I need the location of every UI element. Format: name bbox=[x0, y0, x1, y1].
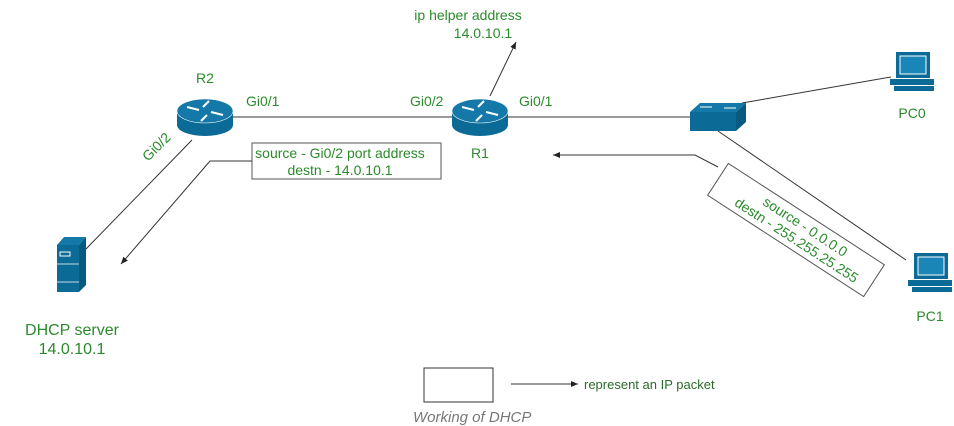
dhcp-server-icon[interactable] bbox=[57, 237, 86, 292]
packet-r2-arrow bbox=[120, 160, 252, 265]
packet-pc1-box-group: source - 0.0.0.0 destn - 255.255.25.255 bbox=[706, 162, 886, 298]
router-r2-icon[interactable] bbox=[176, 98, 234, 137]
legend-label: represent an IP packet bbox=[584, 377, 715, 392]
server-name: DHCP server bbox=[25, 322, 120, 339]
helper-label: ip helper address bbox=[414, 7, 521, 23]
packet-r2-box bbox=[251, 142, 442, 180]
packet-r2-destn: destn - 14.0.10.1 bbox=[287, 162, 392, 178]
port-r1-gi02: Gi0/2 bbox=[410, 93, 444, 109]
pc1-label: PC1 bbox=[916, 308, 943, 324]
pc0-icon[interactable] bbox=[889, 51, 935, 92]
packet-pc1-arrow bbox=[553, 152, 719, 168]
router-r1-icon[interactable] bbox=[451, 98, 509, 137]
server-ip: 14.0.10.1 bbox=[39, 341, 106, 358]
router-r1-label: R1 bbox=[471, 145, 489, 161]
packet-r2-source: source - Gi0/2 port address bbox=[255, 145, 425, 161]
packet-pc1-box bbox=[706, 162, 886, 298]
link-switch-pc1 bbox=[717, 130, 907, 261]
helper-ip: 14.0.10.1 bbox=[454, 25, 513, 41]
caption: Working of DHCP bbox=[413, 409, 531, 426]
helper-arrow bbox=[489, 41, 517, 97]
port-r1-gi01: Gi0/1 bbox=[519, 93, 553, 109]
router-r2-label: R2 bbox=[196, 70, 214, 86]
link-switch-pc0 bbox=[741, 76, 892, 104]
pc1-icon[interactable] bbox=[907, 252, 953, 293]
legend-packet-box bbox=[423, 367, 494, 403]
pc0-label: PC0 bbox=[898, 105, 925, 121]
port-r2-gi01: Gi0/1 bbox=[246, 93, 280, 109]
link-r2-server bbox=[85, 139, 193, 250]
switch-icon[interactable] bbox=[690, 103, 746, 131]
port-r2-gi02: Gi0/2 bbox=[139, 129, 174, 164]
